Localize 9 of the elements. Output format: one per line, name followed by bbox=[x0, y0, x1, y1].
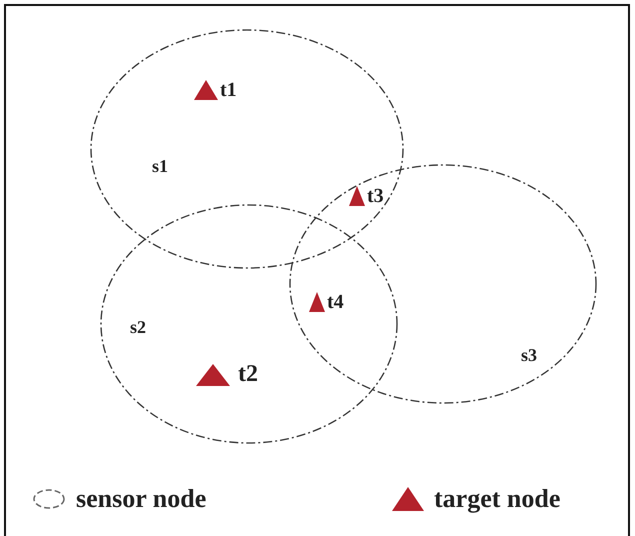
node-label: s1 bbox=[152, 157, 168, 175]
node-label: t1 bbox=[220, 80, 237, 100]
node-label: t2 bbox=[238, 362, 258, 386]
node-label: s2 bbox=[130, 318, 146, 336]
legend-label: sensor node bbox=[76, 484, 206, 514]
legend-label: target node bbox=[434, 484, 560, 514]
node-label: t4 bbox=[327, 292, 344, 312]
node-label: t3 bbox=[367, 186, 384, 206]
node-label: s3 bbox=[521, 346, 538, 364]
